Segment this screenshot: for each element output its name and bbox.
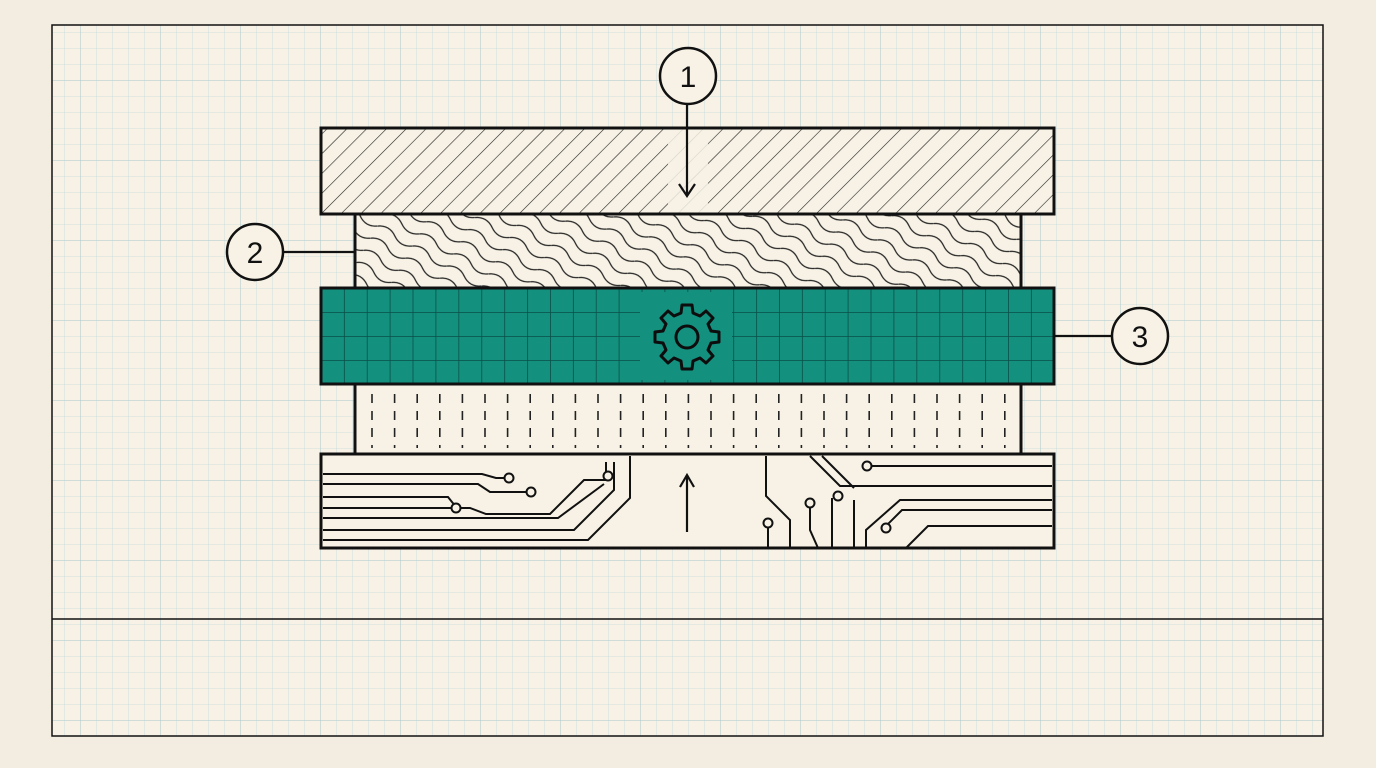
layer-dashed [353,382,1023,456]
layer-wavy [353,212,1023,290]
gear-icon [653,303,721,371]
callout-3-label: 3 [1132,321,1149,354]
callout-2-label: 2 [247,237,264,270]
arrow-down-icon [678,104,696,198]
callout-1: 1 [658,46,718,106]
callout-3: 3 [1054,306,1170,366]
panel-border [51,24,1324,737]
callout-2: 2 [225,222,355,282]
callout-1-label: 1 [680,61,697,94]
arrow-up-icon [679,472,695,532]
